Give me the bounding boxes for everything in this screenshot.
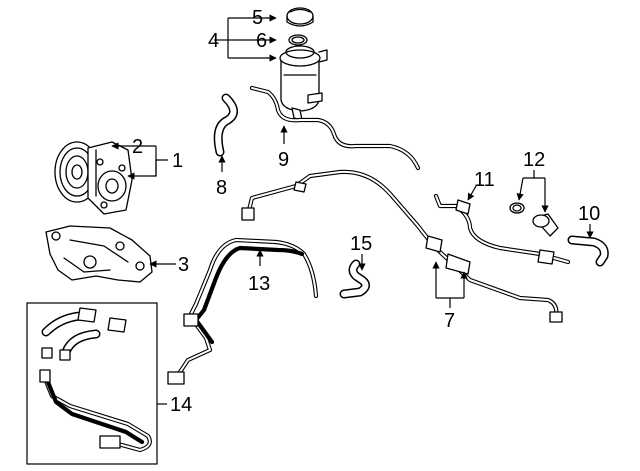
fitting-12 [509,202,559,237]
power-steering-reservoir [279,45,328,121]
callout-15: 15 [350,233,372,255]
hose-8 [213,93,238,157]
callout-13: 13 [248,273,270,295]
hose-kit-14 [39,307,152,453]
cooler-line-13 [167,237,319,385]
callout-6: 6 [256,30,267,52]
callout-4: 4 [208,30,219,52]
callout-12: 12 [523,149,545,171]
hose-kit-box-14 [26,302,158,465]
callout-8: 8 [216,177,227,199]
pump-bracket [45,225,153,283]
reservoir-cap [286,7,314,27]
callout-2: 2 [132,136,143,158]
leader-lines [111,14,594,405]
callout-3: 3 [178,254,189,276]
callout-14: 14 [170,394,192,416]
callout-5: 5 [252,7,263,29]
callout-9: 9 [278,149,289,171]
hose-15 [339,259,370,299]
callout-7: 7 [444,310,455,332]
return-line-11 [433,193,571,265]
hose-10 [567,235,609,267]
hose-9 [249,85,421,171]
pressure-line-7 [241,169,563,323]
callout-10: 10 [578,203,600,225]
callout-1: 1 [172,150,183,172]
power-steering-pump [54,141,133,215]
reservoir-o-ring [288,34,308,46]
callout-11: 11 [474,169,495,191]
